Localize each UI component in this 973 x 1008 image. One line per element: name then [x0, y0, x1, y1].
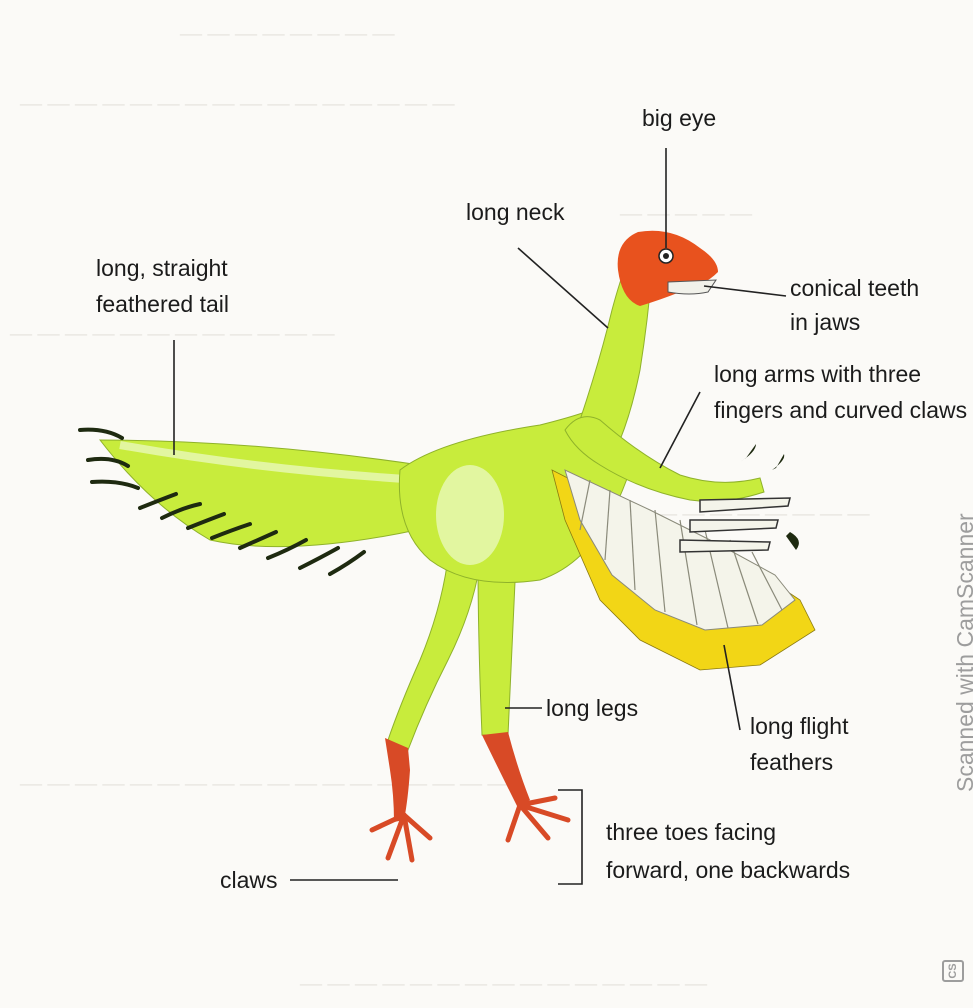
- leader-teeth: [704, 286, 786, 296]
- label-teeth-line2: in jaws: [790, 309, 860, 335]
- label-long-legs: long legs: [546, 695, 638, 721]
- label-claws: claws: [220, 867, 278, 893]
- label-teeth-line1: conical teeth: [790, 275, 919, 301]
- label-arms-line1: long arms with three: [714, 361, 921, 387]
- head: [618, 231, 718, 306]
- camscanner-logo-icon: CS: [942, 960, 964, 982]
- label-flight-line2: feathers: [750, 749, 833, 775]
- hand-claws: [740, 444, 799, 550]
- label-tail-line2: feathered tail: [96, 291, 229, 317]
- ghost-text: — — — — — — — — — — — — — — — —: [19, 90, 456, 115]
- camscanner-watermark: Scanned with CamScanner: [952, 513, 973, 792]
- label-toes-line2: forward, one backwards: [606, 857, 850, 883]
- label-tail-line1: long, straight: [96, 255, 228, 281]
- label-flight-line1: long flight: [750, 713, 849, 739]
- body-highlight: [436, 465, 504, 565]
- ghost-text: — — — — — — — —: [179, 20, 396, 45]
- ghost-text: — — — — — — — — — — — — — — — — — —: [19, 770, 511, 795]
- label-long-neck: long neck: [466, 199, 565, 225]
- bracket-toes: [558, 790, 582, 884]
- leader-long-neck: [518, 248, 608, 328]
- ghost-text: — — — — — — — — — — — —: [9, 320, 336, 345]
- ghost-text: — — — — —: [619, 200, 753, 225]
- label-toes-line1: three toes facing: [606, 819, 776, 845]
- label-arms-line2: fingers and curved claws: [714, 397, 967, 423]
- ghost-text: — — — — — — — — — — — — — — —: [299, 970, 708, 995]
- leader-arms: [660, 392, 700, 468]
- label-big-eye: big eye: [642, 105, 716, 131]
- eye: [659, 249, 673, 263]
- back-foot-toes: [372, 815, 430, 860]
